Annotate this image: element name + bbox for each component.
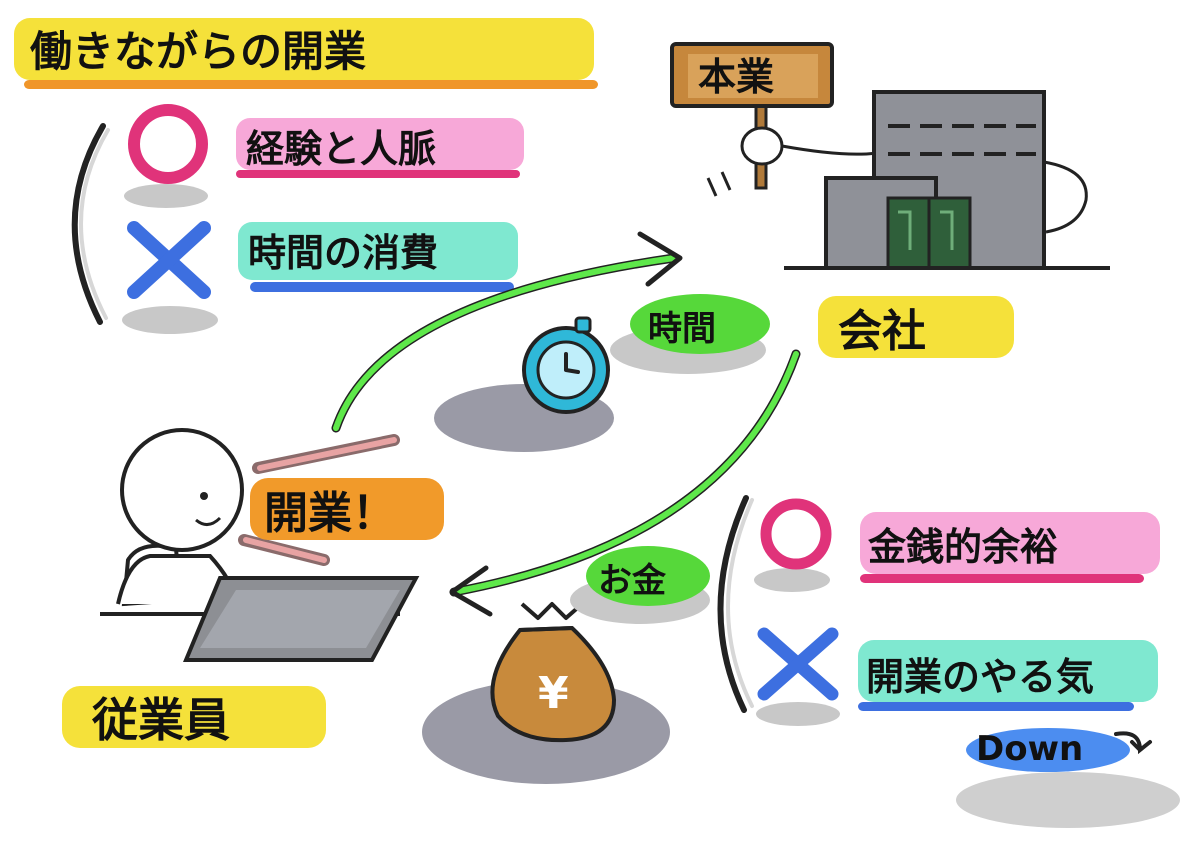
down-text: Down xyxy=(976,729,1083,769)
company-label: 会社 xyxy=(838,306,926,357)
company-block: 本業 会社 xyxy=(670,42,1110,358)
con-cross-icon xyxy=(757,627,839,701)
employee-label-highlight xyxy=(62,686,326,748)
sign-text: 本業 xyxy=(698,55,774,99)
bracket-right-icon xyxy=(717,495,749,713)
title-underline xyxy=(24,80,598,89)
shadow xyxy=(122,306,218,334)
down-arrow-icon xyxy=(1114,731,1152,755)
shadow xyxy=(756,702,840,726)
pro-highlight xyxy=(236,118,524,170)
company-label-highlight xyxy=(818,296,1014,358)
title-block: 働きながらの開業 xyxy=(14,18,598,89)
money-bag-icon xyxy=(490,625,617,743)
speech-text: 開業！ xyxy=(264,488,396,539)
con-text: 開業のやる気 xyxy=(866,655,1094,699)
hand-icon xyxy=(740,126,784,166)
pro-circle-icon xyxy=(760,498,832,570)
con-highlight xyxy=(238,222,518,280)
con-cross-icon xyxy=(127,221,211,299)
pro-highlight xyxy=(860,512,1160,574)
pro-text: 経験と人脈 xyxy=(246,127,436,171)
pro-text: 金銭的余裕 xyxy=(867,525,1058,569)
person-head-icon xyxy=(120,428,244,552)
shadow xyxy=(754,568,830,592)
arrowhead-icon xyxy=(449,565,493,617)
title-text: 働きながらの開業 xyxy=(30,27,366,76)
time-badge xyxy=(630,294,770,354)
down-highlight xyxy=(966,728,1130,772)
money-group: ¥ お金 xyxy=(422,546,710,784)
money-badge xyxy=(586,546,710,606)
money-arrow xyxy=(449,349,801,617)
yen-symbol: ¥ xyxy=(538,668,569,719)
arrowhead-icon xyxy=(637,231,683,287)
shadow xyxy=(124,184,208,208)
pro-circle-icon xyxy=(128,104,208,184)
bracket-left-icon xyxy=(71,123,106,325)
con-highlight xyxy=(858,640,1158,702)
employee-pros-cons: 経験と人脈 時間の消費 xyxy=(71,104,524,334)
shadow xyxy=(956,772,1180,828)
company-pros-cons: 金銭的余裕 開業のやる気 Down xyxy=(717,495,1180,828)
time-label: 時間 xyxy=(648,309,716,349)
employee-label: 従業員 xyxy=(91,693,230,747)
title-highlight xyxy=(14,18,594,80)
speech-highlight xyxy=(250,478,444,540)
clock-group: 時間 xyxy=(434,294,770,452)
money-label: お金 xyxy=(598,561,667,601)
time-arrow xyxy=(331,231,683,433)
employee-figure: 開業！ 従業員 xyxy=(62,428,444,748)
con-text: 時間の消費 xyxy=(248,231,438,275)
